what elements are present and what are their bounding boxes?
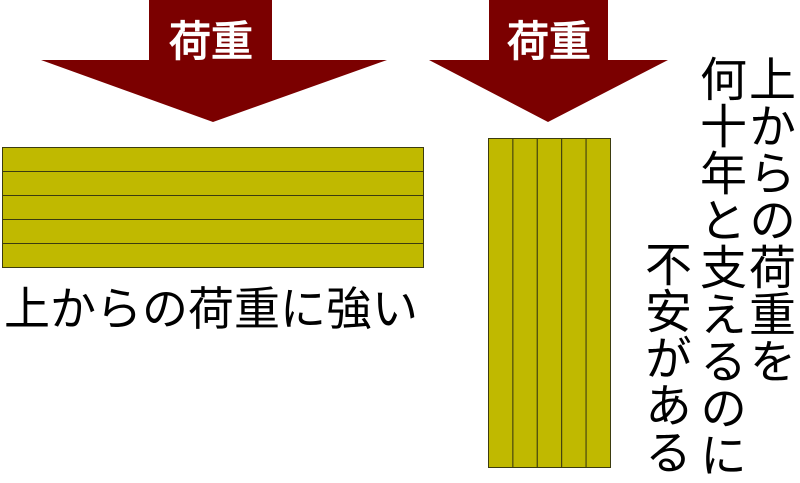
- load-arrow-right: 荷重: [429, 0, 668, 122]
- load-arrow-right-label: 荷重: [507, 17, 591, 66]
- load-arrow-left: 荷重: [41, 0, 387, 122]
- left-caption: 上からの荷重に強い: [4, 282, 418, 336]
- board-left-layer-2: [2, 171, 424, 196]
- load-arrow-left-label: 荷重: [169, 17, 253, 66]
- board-left-layer-1: [2, 147, 424, 172]
- board-left-layer-5: [2, 243, 424, 268]
- load-arrow-right-shape: [429, 0, 668, 122]
- board-right-layer-2: [512, 138, 538, 468]
- load-arrow-left-shape: [41, 0, 387, 122]
- right-caption-line-3: 不安がある: [636, 240, 691, 475]
- board-right-layer-3: [536, 138, 563, 468]
- right-caption-line-1: 上からの荷重を: [740, 55, 795, 384]
- board-right-layer-4: [561, 138, 587, 468]
- right-caption-line-2: 何十年と支えるのに: [691, 55, 746, 478]
- board-right-layer-5: [585, 138, 611, 468]
- board-horizontal-layers: [2, 147, 424, 268]
- board-vertical-layers: [488, 138, 611, 468]
- board-left-layer-3: [2, 195, 424, 220]
- board-left-layer-4: [2, 219, 424, 244]
- board-right-layer-1: [488, 138, 514, 468]
